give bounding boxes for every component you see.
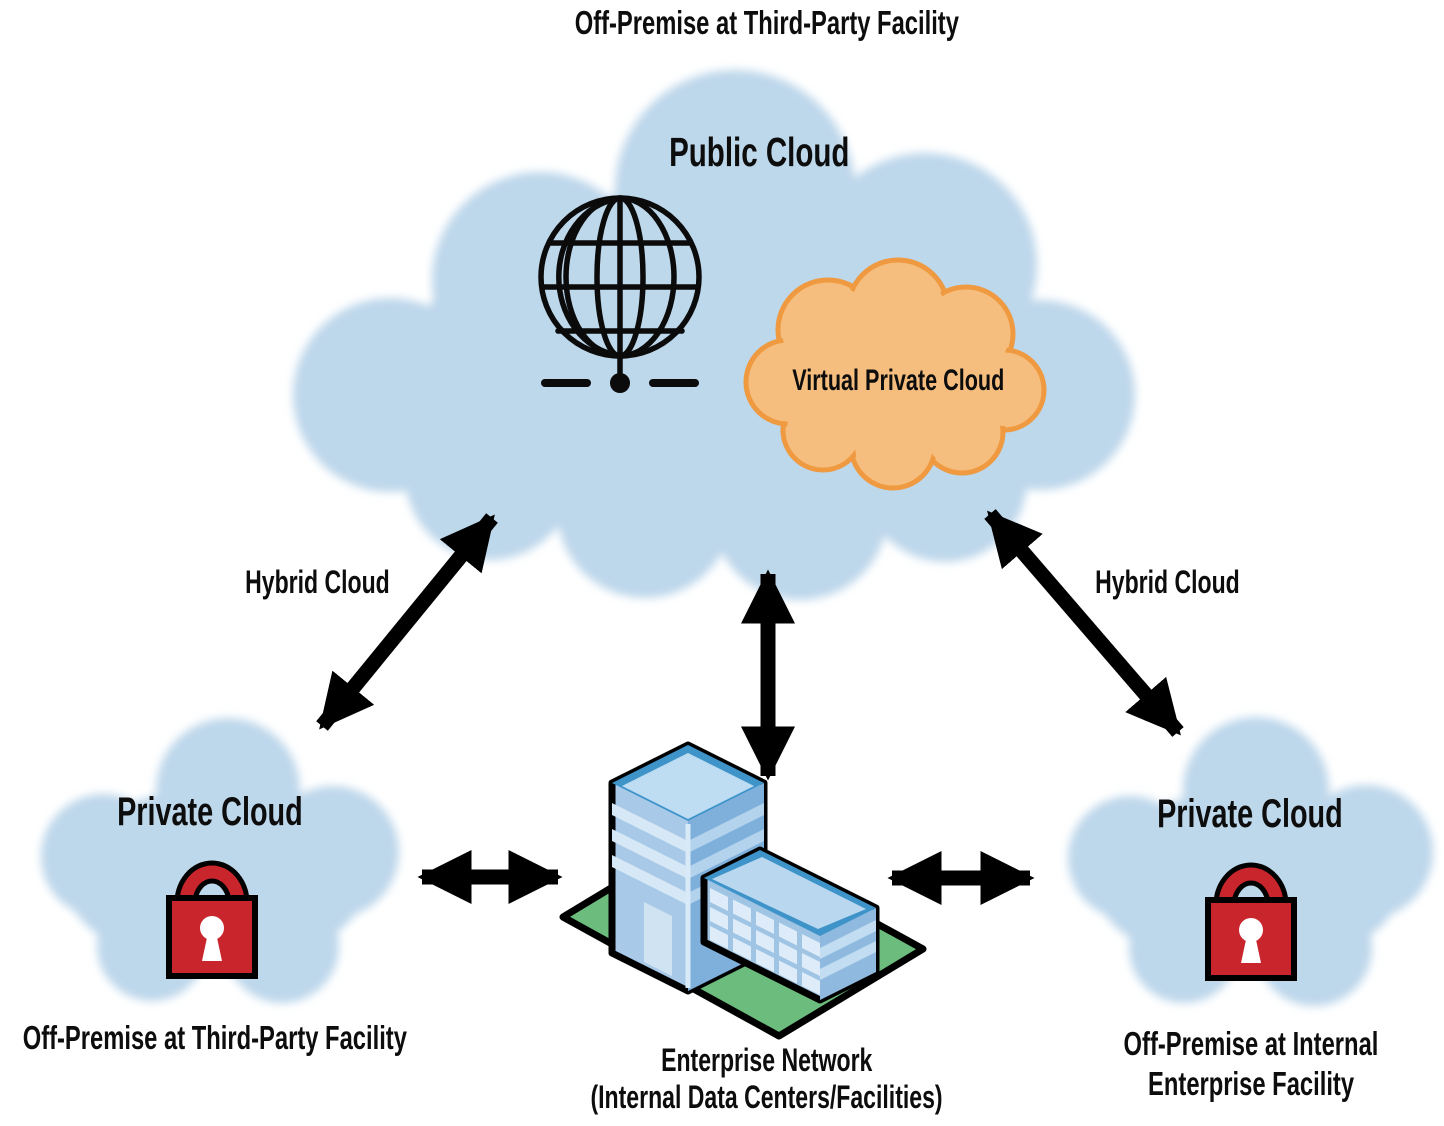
hybrid-arrow-right [984, 509, 1184, 737]
virtual-private-cloud-shape [743, 257, 1047, 491]
enterprise-building-illustration [559, 741, 927, 1040]
connection-arrows [316, 509, 1184, 906]
globe-network-icon [538, 195, 702, 393]
hybrid-arrow-left [316, 513, 498, 731]
building-annex [700, 846, 880, 1004]
